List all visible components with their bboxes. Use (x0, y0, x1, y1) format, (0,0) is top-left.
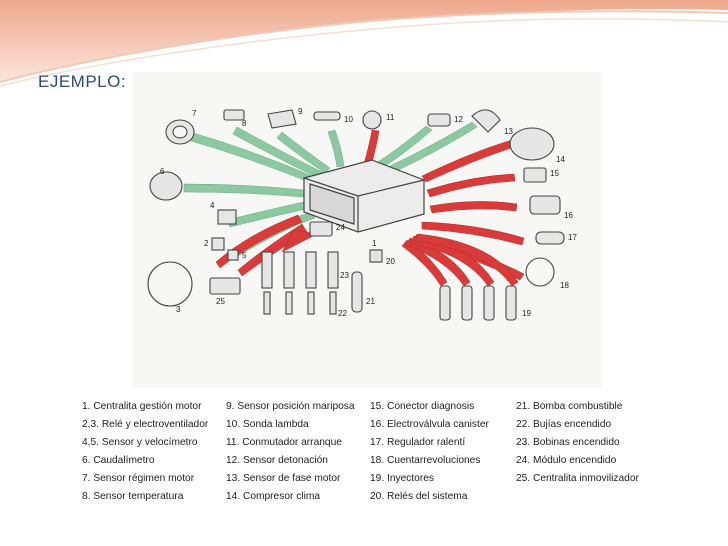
label-6: 6 (160, 167, 165, 176)
component-15 (523, 167, 547, 183)
engine-management-diagram: 1 2 3 4 5 6 7 8 9 10 11 12 13 14 15 16 1… (132, 72, 602, 388)
label-20: 20 (386, 257, 395, 266)
legend-item: 25. Centralita inmovilizador (516, 473, 639, 484)
output-arrow-11 (363, 129, 380, 167)
input-arrow-13 (389, 121, 478, 173)
legend-item: 8. Sensor temperatura (82, 491, 184, 502)
legend-item: 22. Bujías encendido (516, 419, 612, 430)
label-5: 5 (242, 251, 247, 260)
component-3 (147, 261, 193, 307)
legend-item: 15. Conector diagnosis (370, 401, 475, 412)
legend-item: 13. Sensor de fase motor (226, 473, 341, 484)
legend-item: 12. Sensor detonación (226, 455, 328, 466)
component-coil-a (261, 251, 273, 289)
label-2: 2 (204, 239, 209, 248)
legend-item: 11. Conmutador arranque (226, 437, 342, 448)
component-6 (149, 171, 183, 201)
slide-title: EJEMPLO: (38, 72, 127, 91)
component-5 (227, 249, 239, 261)
component-2 (211, 237, 225, 251)
component-12 (427, 113, 451, 127)
legend-item: 16. Electroválvula canister (370, 419, 489, 430)
legend-item: 6. Caudalímetro (82, 455, 155, 466)
output-arrow-coils (281, 229, 318, 253)
label-9: 9 (298, 107, 303, 116)
legend-item: 19. Inyectores (370, 473, 434, 484)
legend-column-1: 1. Centralita gestión motor 2,3. Relé y … (82, 398, 208, 506)
label-8: 8 (242, 119, 247, 128)
legend-item: 1. Centralita gestión motor (82, 401, 202, 412)
label-7: 7 (192, 109, 197, 118)
component-9 (267, 109, 297, 129)
label-22: 22 (338, 309, 347, 318)
input-arrow-6 (183, 183, 305, 198)
label-25: 25 (216, 297, 225, 306)
legend-item: 24. Módulo encendido (516, 455, 617, 466)
component-19c (483, 285, 495, 321)
legend-item: 17. Regulador ralentí (370, 437, 466, 448)
component-16 (529, 195, 561, 215)
legend-column-2: 9. Sensor posición mariposa 10. Sonda la… (226, 398, 355, 506)
component-14 (509, 127, 555, 161)
legend-item: 21. Bomba combustible (516, 401, 623, 412)
component-11 (362, 110, 382, 130)
component-coil-b (283, 251, 295, 289)
input-arrow-10 (327, 129, 345, 168)
label-23: 23 (340, 271, 349, 280)
legend-item: 18. Cuentarrevoluciones (370, 455, 481, 466)
label-15: 15 (550, 169, 559, 178)
label-24: 24 (336, 223, 345, 232)
legend-item: 2,3. Relé y electroventilador (82, 419, 209, 430)
component-13 (471, 109, 501, 133)
component-17 (535, 231, 565, 245)
label-11: 11 (386, 113, 395, 122)
component-10 (313, 111, 341, 121)
output-arrow-16 (429, 201, 518, 214)
component-19d (505, 285, 517, 321)
legend-item: 4,5. Sensor y velocímetro (82, 437, 198, 448)
component-4 (217, 209, 237, 225)
label-1: 1 (372, 239, 377, 248)
label-18: 18 (560, 281, 569, 290)
label-3: 3 (176, 305, 181, 314)
output-arrow-15 (426, 173, 516, 198)
label-4: 4 (210, 201, 215, 210)
component-21 (351, 271, 363, 313)
legend-item: 9. Sensor posición mariposa (226, 401, 355, 412)
component-20 (369, 249, 383, 263)
component-18 (525, 257, 555, 287)
output-arrow-17 (421, 221, 525, 246)
header-decoration (0, 0, 728, 87)
component-24 (309, 221, 333, 237)
output-arrow-25 (237, 223, 308, 277)
legend-item: 20. Relés del sistema (370, 491, 468, 502)
component-8 (223, 109, 245, 121)
label-21: 21 (366, 297, 375, 306)
label-17: 17 (568, 233, 577, 242)
ecu-unit (303, 159, 425, 233)
legend-item: 7. Sensor régimen motor (82, 473, 195, 484)
component-25 (209, 277, 241, 295)
component-19a (439, 285, 451, 321)
legend-column-3: 15. Conector diagnosis 16. Electroválvul… (370, 398, 489, 506)
legend-item: 10. Sonda lambda (226, 419, 309, 430)
legend-column-4: 21. Bomba combustible 22. Bujías encendi… (516, 398, 639, 488)
label-13: 13 (504, 127, 513, 136)
label-14: 14 (556, 155, 565, 164)
legend-item: 23. Bobinas encendido (516, 437, 620, 448)
label-19: 19 (522, 309, 531, 318)
label-12: 12 (454, 115, 463, 124)
component-coil-d (327, 251, 339, 289)
label-16: 16 (564, 211, 573, 220)
label-10: 10 (344, 115, 353, 124)
component-legend: 1. Centralita gestión motor 2,3. Relé y … (70, 398, 670, 513)
component-19b (461, 285, 473, 321)
legend-item: 14. Compresor clima (226, 491, 320, 502)
component-coil-c (305, 251, 317, 289)
